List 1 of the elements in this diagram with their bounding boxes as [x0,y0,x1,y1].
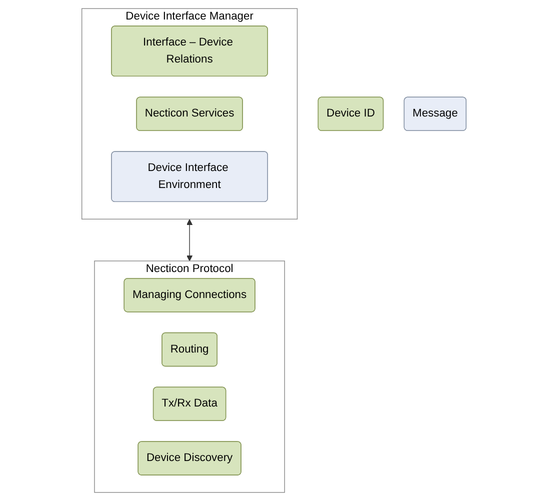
arrow [186,219,193,262]
